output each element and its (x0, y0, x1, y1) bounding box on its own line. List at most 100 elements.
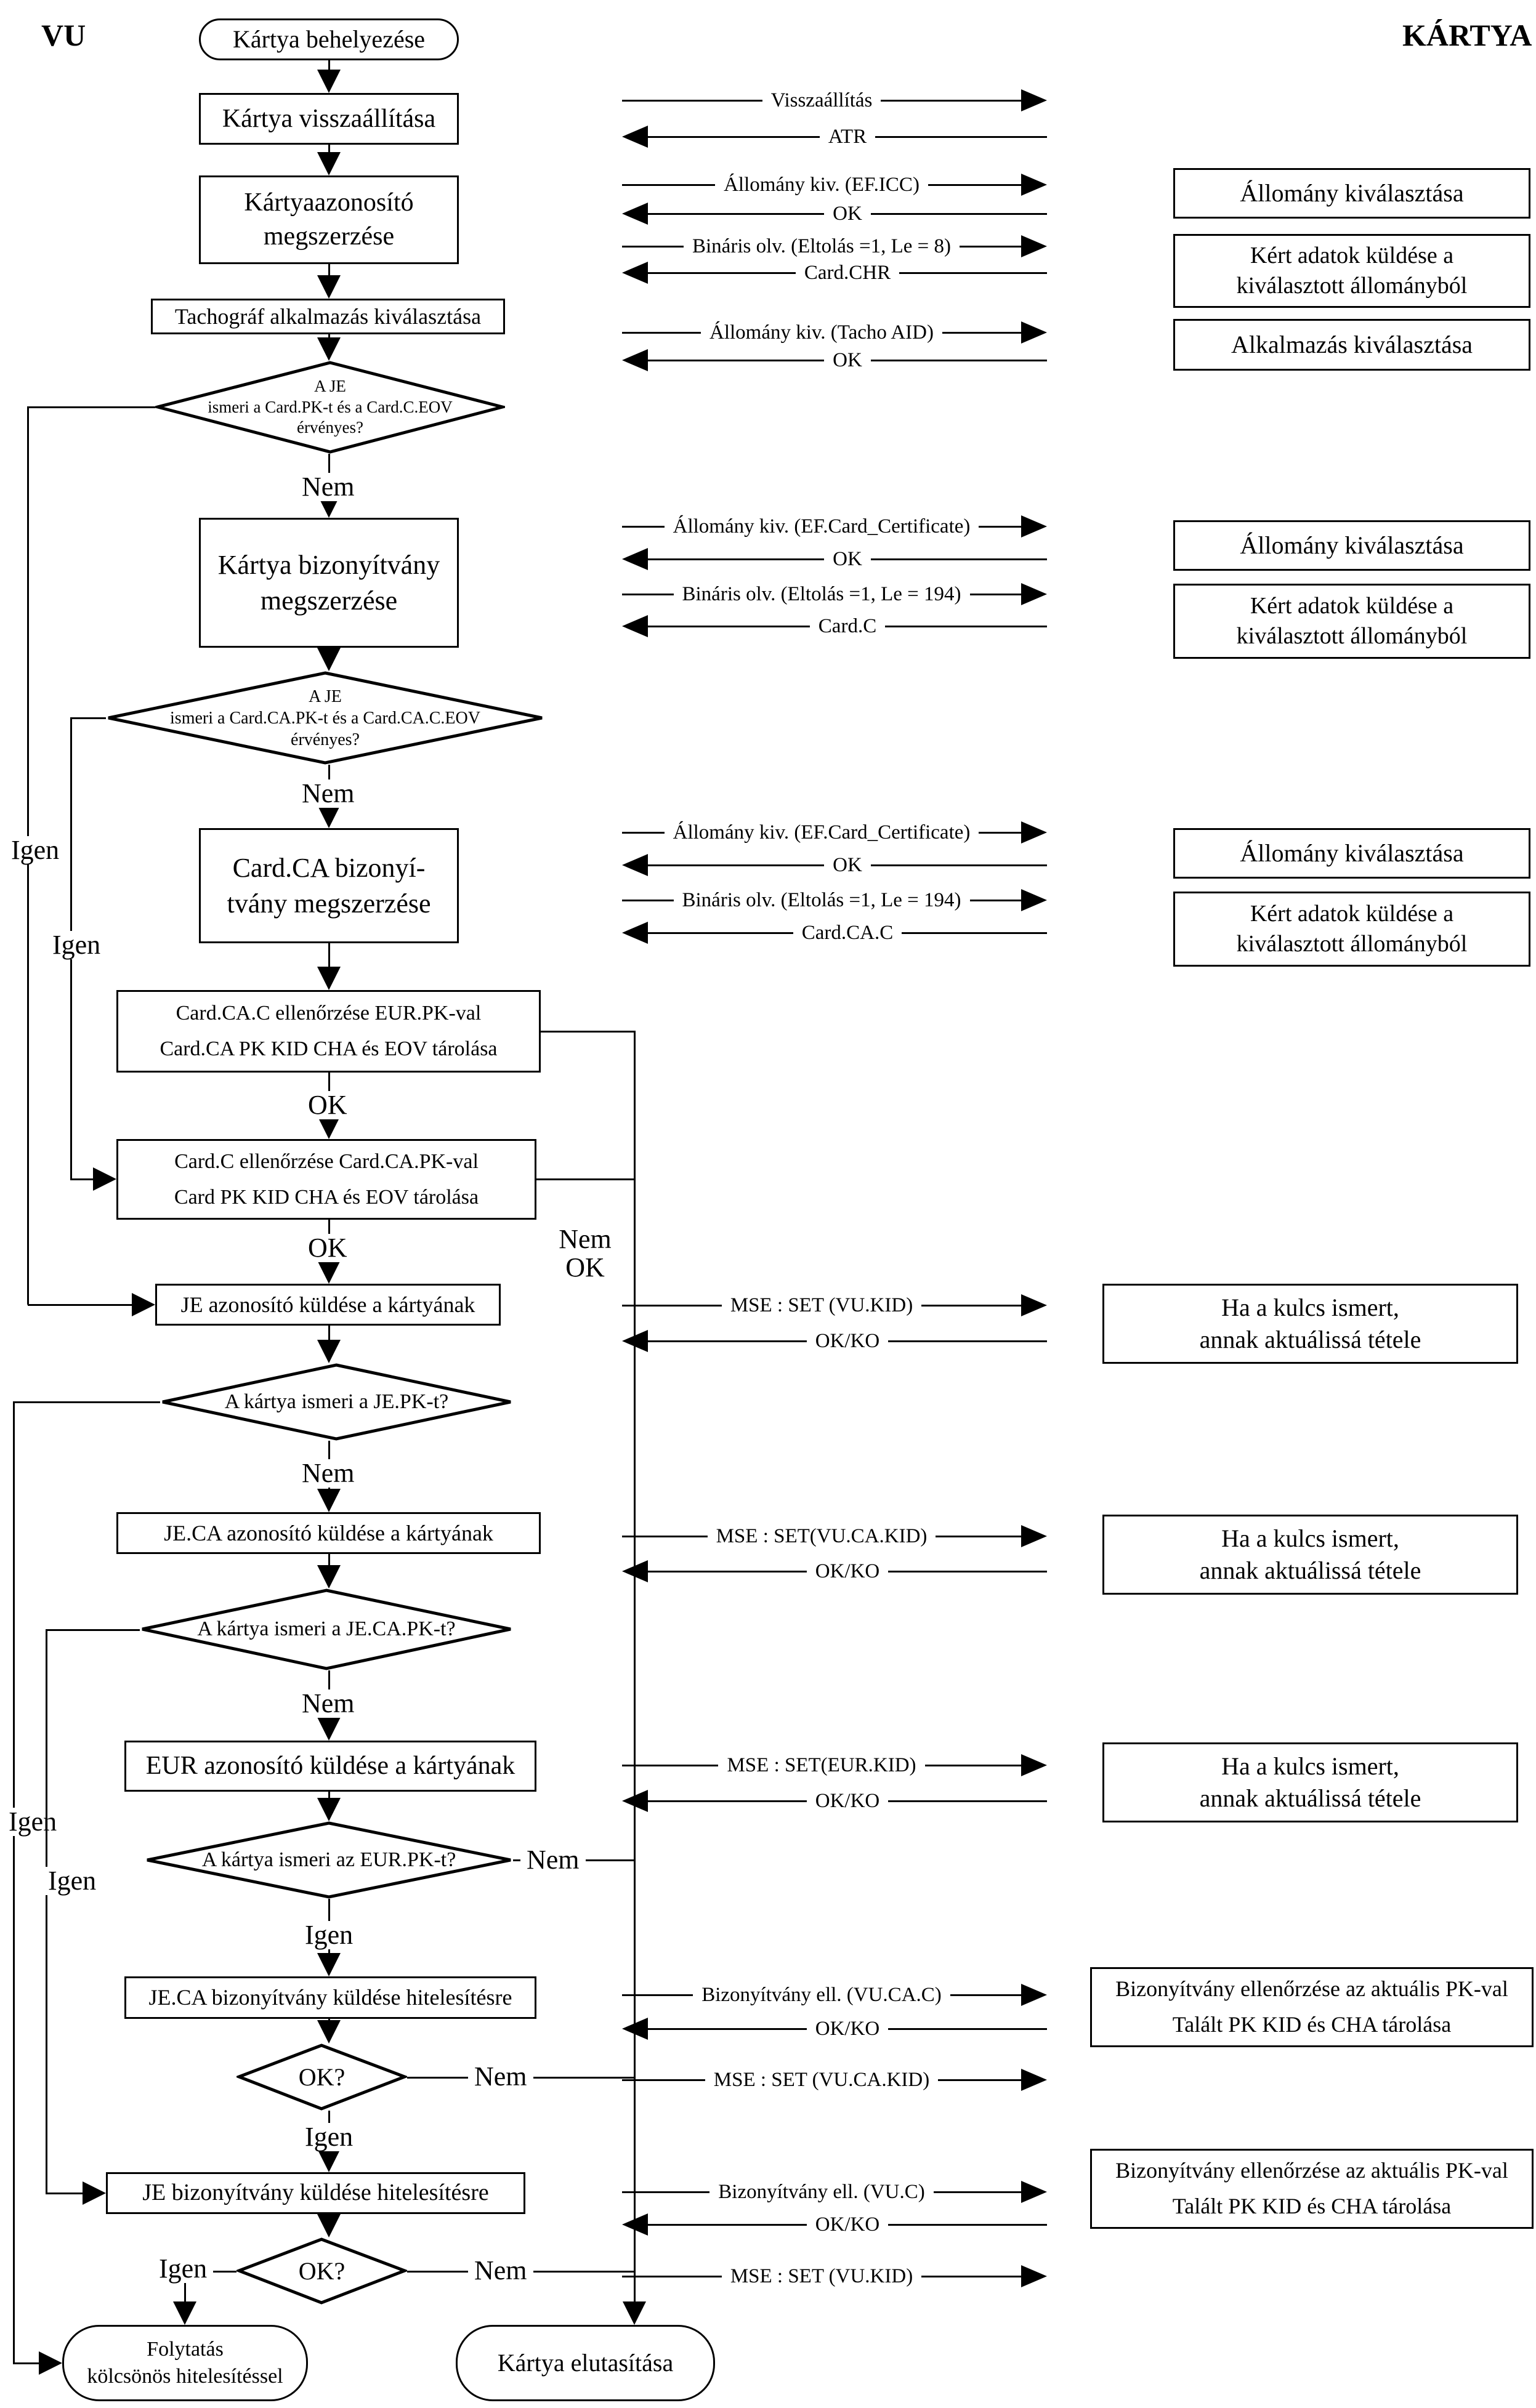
arrow-right-icon (1021, 821, 1048, 844)
arrow-left-icon (622, 349, 648, 371)
message-mse-set-eurkid: MSE : SET(EUR.KID) (622, 1752, 1048, 1779)
branch-label-igen: Igen (299, 2122, 360, 2152)
message-mse-set-vukid: MSE : SET (VU.KID) (622, 2263, 1048, 2290)
cardca-cert-box: Card.CA bizonyí- tvány megszerzése (199, 828, 459, 943)
vu-column-title: VU (41, 18, 86, 52)
arrow-down-icon (317, 1260, 341, 1284)
arrow-down-icon (317, 152, 341, 175)
message-read-binary-194: Bináris olv. (Eltolás =1, Le = 194) (622, 581, 1048, 608)
arrow-right-icon (1021, 2069, 1048, 2091)
connector-line (328, 145, 330, 153)
message-ok-ko: OK/KO (622, 1558, 1047, 1585)
decision-jeca-pk: A kártya ismeri a JE.CA.PK-t? (140, 1589, 513, 1670)
decision-eur-pk: A kártya ismeri az EUR.PK-t? (145, 1821, 513, 1899)
connector-line (634, 1031, 636, 2303)
arrow-down-icon (317, 1953, 341, 1976)
card-action-key-known: Ha a kulcs ismert,annak aktuálissá tétel… (1102, 1515, 1518, 1595)
branch-label-igen: Igen (46, 930, 107, 960)
branch-label-igen: Igen (42, 1866, 103, 1896)
message-ok-ko: OK/KO (622, 1787, 1047, 1814)
message-select-tacho-aid: Állomány kiv. (Tacho AID) (622, 319, 1047, 346)
decision-cardca-pk-text: A JE ismeri a Card.CA.PK-t és a Card.CA.… (170, 687, 480, 749)
message-ok: OK (622, 852, 1048, 879)
arrow-left-icon (622, 126, 648, 148)
arrow-left-icon (622, 203, 648, 225)
arrow-right-icon (93, 1167, 116, 1191)
arrow-down-icon (317, 275, 341, 299)
diamond-shape (155, 361, 505, 454)
card-action-select-app: Alkalmazás kiválasztása (1173, 319, 1530, 371)
connector-line (328, 1792, 330, 1799)
branch-label-nem: Nem (296, 1689, 361, 1718)
card-action-key-known: Ha a kulcs ismert,annak aktuálissá tétel… (1102, 1284, 1518, 1364)
start-label: Kártya behelyezése (232, 25, 426, 53)
flow-label-ok: OK (302, 1090, 354, 1120)
decision-je-pk: A kártya ismeri a JE.PK-t? (160, 1363, 513, 1441)
card-id-line1: Kártyaazonosító (244, 188, 414, 217)
flow-label-ok: OK (302, 1233, 354, 1263)
arrow-right-icon (83, 2181, 106, 2205)
diamond-shape (236, 2237, 407, 2305)
message-ok: OK (622, 200, 1048, 227)
send-je-cert-box: JE bizonyítvány küldése hitelesítésre (106, 2172, 525, 2214)
arrow-right-icon (1021, 174, 1047, 196)
arrow-down-icon (317, 1116, 341, 1139)
arrow-left-icon (622, 615, 648, 637)
card-column-title: KÁRTYA (1402, 18, 1532, 52)
arrow-left-icon (622, 2213, 648, 2236)
send-jeca-id-box: JE.CA azonosító küldése a kártyának (116, 1512, 541, 1554)
decision-je-pk-text: A kártya ismeri a JE.PK-t? (224, 1390, 449, 1413)
message-select-card-cert: Állomány kiv. (EF.Card_Certificate) (622, 513, 1048, 540)
card-action-verify-cert: Bizonyítvány ellenőrzése az aktuális PK-… (1090, 1967, 1534, 2047)
connector-line (14, 2362, 41, 2364)
arrow-left-icon (622, 854, 648, 876)
arrow-down-icon (317, 648, 341, 671)
arrow-left-icon (622, 2018, 648, 2040)
diamond-shape (162, 1363, 511, 1441)
connector-line (13, 1401, 15, 2364)
card-cert-box: Kártya bizonyítvány megszerzése (199, 518, 459, 648)
connector-line (328, 1326, 330, 1341)
card-reset-label: Kártya visszaállítása (222, 104, 436, 133)
card-action-key-known: Ha a kulcs ismert,annak aktuálissá tétel… (1102, 1742, 1518, 1822)
arrow-down-icon (317, 2149, 341, 2172)
arrow-down-icon (317, 1565, 341, 1589)
verify-card-box: Card.C ellenőrzése Card.CA.PK-val Card P… (116, 1139, 536, 1220)
card-action-verify-cert: Bizonyítvány ellenőrzése az aktuális PK-… (1090, 2149, 1534, 2229)
connector-line (46, 2193, 85, 2194)
branch-label-igen: Igen (2, 1807, 63, 1837)
arrow-down-icon (317, 337, 341, 361)
message-mse-set-vucakid: MSE : SET(VU.CA.KID) (622, 1523, 1048, 1550)
branch-label-nem: Nem (468, 2062, 533, 2092)
tacho-app-label: Tachográf alkalmazás kiválasztása (174, 304, 482, 329)
arrow-left-icon (622, 262, 648, 284)
connector-line (328, 334, 330, 339)
decision-ok1-text: OK? (298, 2063, 346, 2091)
arrow-right-icon (1021, 583, 1048, 605)
decision-ok2-text: OK? (298, 2257, 346, 2285)
arrow-right-icon (1021, 2265, 1048, 2287)
arrow-down-icon (317, 1717, 341, 1741)
branch-label-nem: Nem (296, 1459, 361, 1488)
arrow-right-icon (1021, 889, 1048, 911)
decision-ok1: OK? (236, 2044, 407, 2111)
message-mse-set-vucakid: MSE : SET (VU.CA.KID) (622, 2066, 1048, 2093)
diamond-shape (142, 1589, 511, 1670)
connector-line (328, 1554, 330, 1566)
arrow-right-icon (39, 2351, 62, 2375)
message-card-c: Card.C (622, 613, 1048, 640)
arrow-down-icon (317, 2020, 341, 2044)
decision-ok2: OK? (236, 2237, 407, 2305)
branch-label-igen: Igen (299, 1920, 360, 1950)
connector-line (71, 717, 106, 719)
reject-terminator: Kártya elutasítása (456, 2325, 715, 2401)
card-id-line2: megszerzése (263, 222, 395, 251)
connector-line (328, 60, 330, 71)
card-action-select-file: Állomány kiválasztása (1173, 168, 1530, 219)
decision-eur-pk-text: A kártya ismeri az EUR.PK-t? (201, 1848, 456, 1871)
arrow-down-icon (623, 2301, 646, 2325)
decision-card-pk-text: A JE ismeri a Card.PK-t és a Card.C.EOV … (208, 376, 453, 437)
arrow-left-icon (622, 922, 648, 944)
connector-line (184, 2271, 186, 2303)
